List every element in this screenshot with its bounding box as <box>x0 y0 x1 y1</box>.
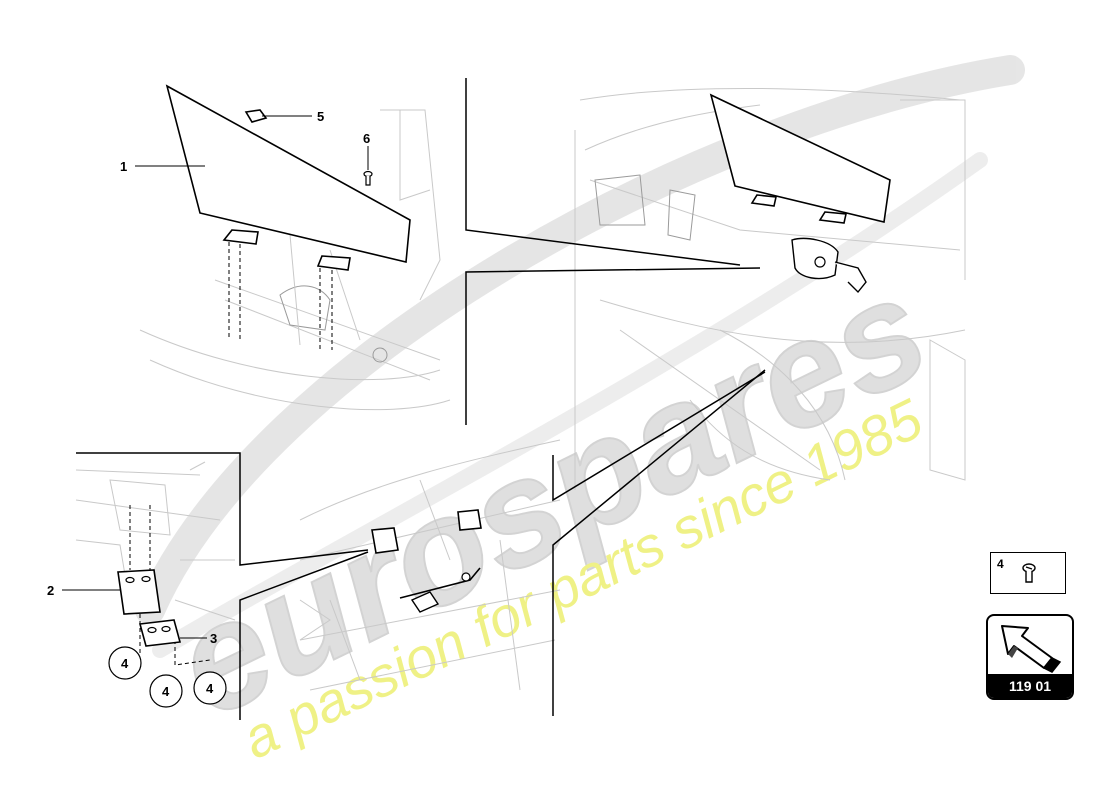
callout-4b: 4 <box>162 684 170 699</box>
callout-2: 2 <box>47 583 54 598</box>
legend-part-number: 4 <box>997 557 1004 571</box>
arrow-icon <box>1001 625 1062 673</box>
hinge-part-2 <box>117 569 161 615</box>
bolt-icon <box>1022 563 1036 583</box>
latch-linkage <box>399 567 481 613</box>
callout-4a: 4 <box>121 656 129 671</box>
top-left-detail: 1 5 6 <box>120 84 451 411</box>
visor-bracket-right <box>316 255 351 271</box>
reference-card: 119 01 <box>986 614 1074 700</box>
bolt-callout-circles: 4 4 4 <box>108 646 227 708</box>
bottom-middle-detail <box>299 439 561 691</box>
bottom-left-detail: 2 3 4 4 4 <box>47 461 236 708</box>
callout-6: 6 <box>363 131 370 146</box>
callout-4c: 4 <box>206 681 214 696</box>
visor-mechanism <box>791 237 867 294</box>
sun-visor-panel <box>165 84 411 263</box>
clip-part-5 <box>244 109 268 123</box>
callout-1: 1 <box>120 159 127 174</box>
callout-3: 3 <box>210 631 217 646</box>
hinge-part-3 <box>138 619 182 647</box>
callout-5: 5 <box>317 109 324 124</box>
part-legend-box: 4 <box>990 552 1066 594</box>
watermark-brand: eurospares <box>150 243 951 749</box>
visor-bracket-left <box>222 229 259 245</box>
top-right-detail <box>574 87 966 490</box>
installed-visor-panel <box>709 93 891 223</box>
screw-part-6 <box>363 170 373 186</box>
reference-page-code: 119 01 <box>988 674 1072 698</box>
detail-frame-lines <box>76 78 766 720</box>
